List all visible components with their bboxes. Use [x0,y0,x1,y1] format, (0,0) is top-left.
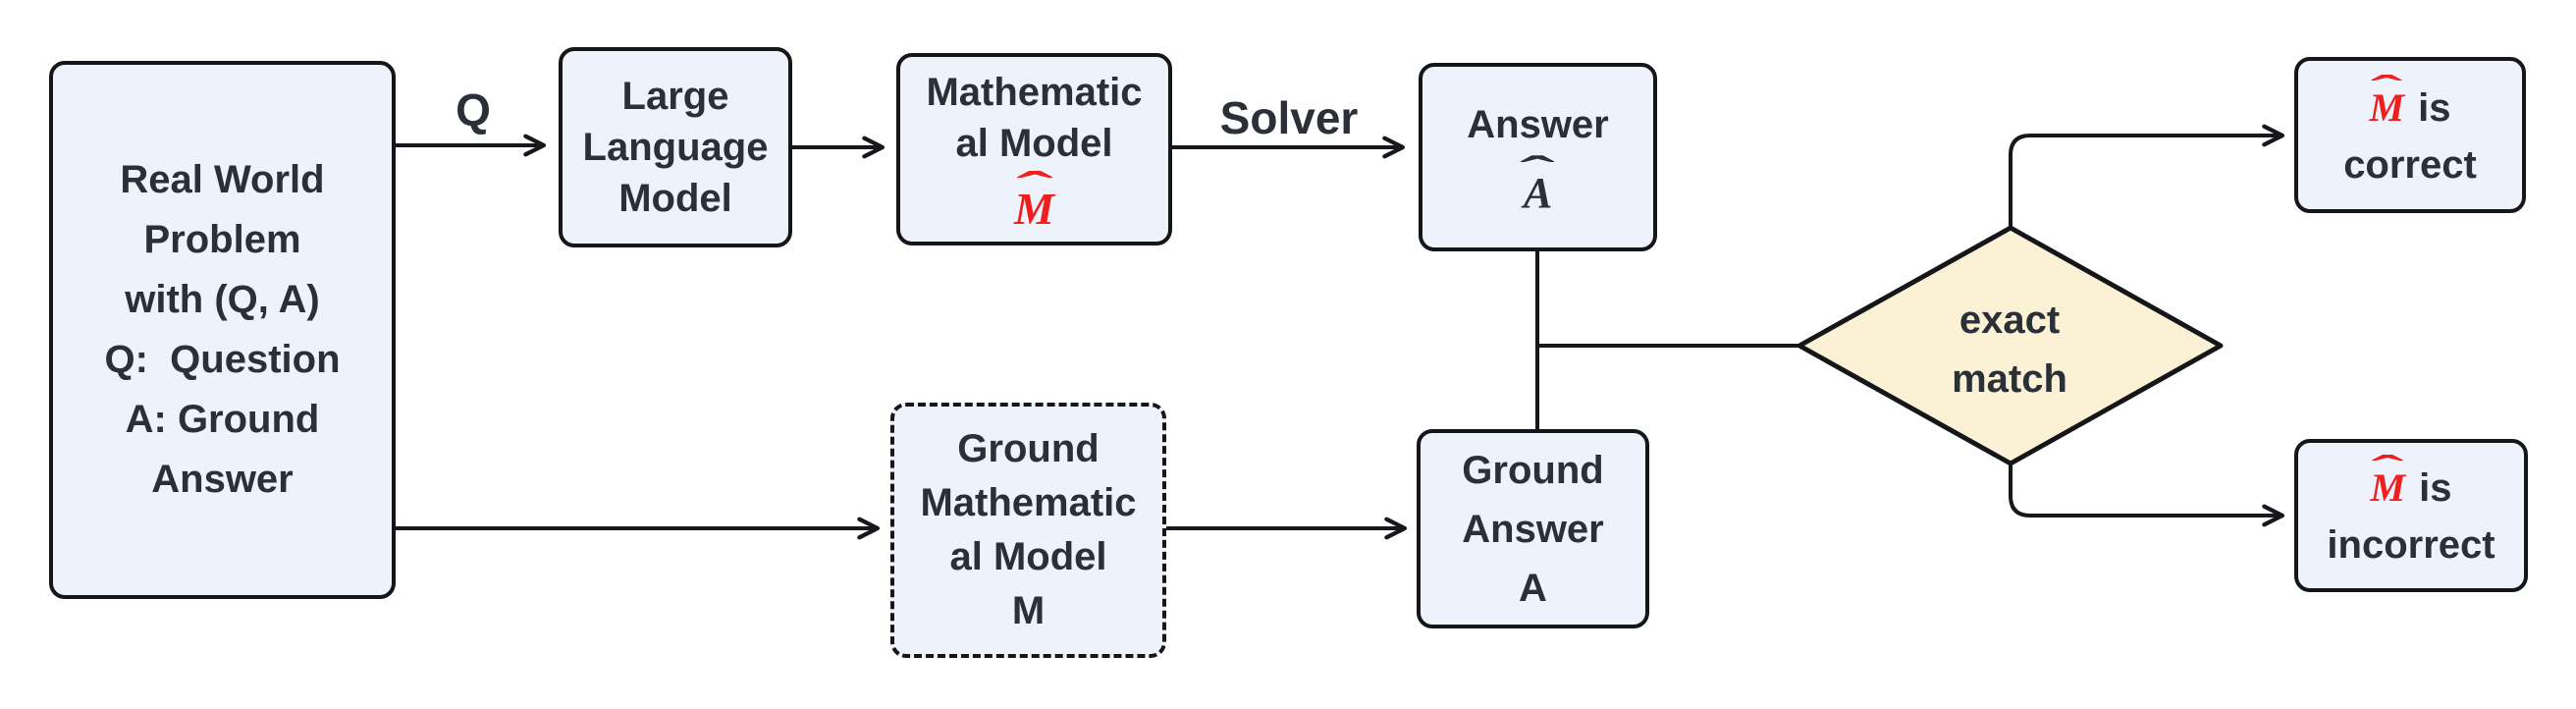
real-world-problem-node: Real World Problem with (Q, A) Q: Questi… [49,61,396,599]
widehat-accent: ˆ [1520,149,1556,195]
node-text-line: is [2419,466,2452,511]
ground-answer-node: Ground Answer A [1417,429,1649,628]
node-text-line: Language [582,126,769,169]
node-text-line: Ground [1462,448,1604,492]
node-text-line: Answer [1462,507,1604,551]
node-text-line: al Model [949,535,1107,578]
node-text-line: is [2418,85,2451,130]
exact-match-label: exact match [1952,291,2067,409]
node-text-line: Mathematic [920,481,1137,524]
large-language-model-node: Large Language Model [559,47,792,247]
widehat-accent: ˆ [2370,68,2403,110]
node-text-line: A [1519,566,1547,610]
widehat-accent: ˆ [2371,449,2404,491]
node-text-line: incorrect [2327,523,2496,568]
node-text-line: Answer [151,458,294,501]
node-text-line: M [1011,589,1046,632]
node-text-line: with (Q, A) [125,278,320,321]
edge-diamond-to-correct [2009,124,2285,228]
node-text-line: al Model [955,121,1113,165]
node-text-line: Real World [120,158,325,201]
node-text-line: A: Ground [125,398,320,441]
node-text-line: match [1952,357,2067,401]
ground-mathematical-model-node: Ground Mathematic al Model M [890,403,1166,658]
edge-label-solver: Solver [1219,92,1359,143]
edge-label-q: Q [456,84,491,136]
node-text-line: Ground [957,427,1100,470]
node-text-line: Q: Question [104,338,341,381]
node-text-line: exact [1959,299,2061,342]
edge-diamond-to-incorrect [2009,464,2285,527]
node-text-line: Problem [143,218,301,261]
exact-match-diamond [1797,225,2224,466]
node-text-line: Large [621,75,729,118]
node-text-line: correct [2343,142,2477,187]
node-text-line: Answer [1467,102,1609,146]
node-text-line: Mathematic [926,70,1143,114]
widehat-accent: ˆ [1015,163,1053,211]
node-text-line: Model [618,177,732,220]
